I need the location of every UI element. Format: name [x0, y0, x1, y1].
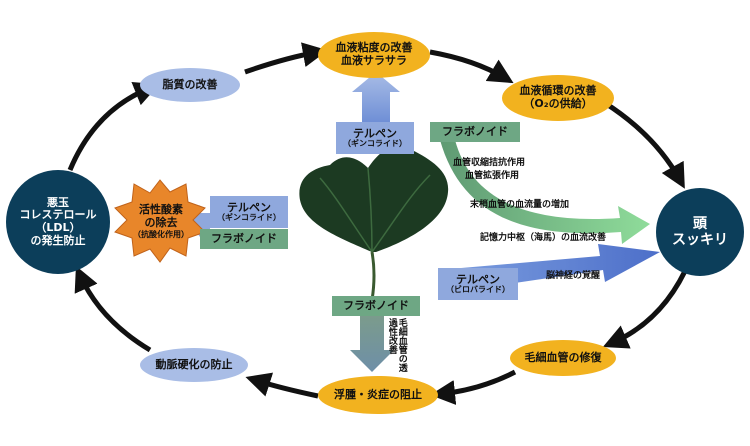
node-edema: 浮腫・炎症の阻止: [318, 376, 438, 414]
arrow-arterio-to-ldl: [74, 265, 152, 353]
node-lipid: 脂質の改善: [140, 68, 240, 102]
active-oxygen-sublabel: （抗酸化作用）: [133, 230, 189, 240]
active-oxygen-star: [114, 179, 206, 263]
node-blood-viscosity: 血液粘度の改善 血液サラサラ: [318, 32, 430, 78]
node-circulation: 血液循環の改善 （O₂の供給）: [502, 75, 614, 121]
label-terpene-ginkgolide-left: テルペン （ギンコライド）: [210, 196, 288, 228]
note-vessel-2: 血管拡張作用: [465, 171, 520, 181]
ginkgo-leaf-image: [299, 146, 449, 301]
node-ldl: 悪玉 コレステロール （LDL） の発生防止: [6, 170, 110, 274]
arrow-capillary-to-edema: [430, 369, 517, 405]
label-terpene-top-text: テルペン: [353, 126, 397, 140]
label-terpene-bilobalide: テルペン （ビロバライド）: [438, 268, 518, 300]
label-flavonoid-right: フラボノイド: [430, 122, 520, 142]
arrow-head-to-capillary: [602, 259, 693, 349]
arrow-flavonoid-down: [350, 312, 394, 372]
label-flavonoid-bottom: フラボノイド: [332, 296, 420, 316]
arrow-flavonoid-to-head: [440, 140, 650, 244]
arrow-terpene-up: [352, 72, 400, 122]
label-terpene-bilobalide-text: テルペン: [456, 272, 500, 286]
label-terpene-ginkgolide-top: テルペン （ギンコライド）: [336, 122, 414, 154]
note-vessel-1: 血管収縮拮抗作用: [453, 158, 526, 168]
label-terpene-bilobalide-sub: （ビロバライド）: [446, 284, 510, 294]
note-capillary-permeability: 毛細血管の透過性改善: [386, 318, 407, 372]
node-arteriosclerosis: 動脈硬化の防止: [140, 348, 248, 382]
active-oxygen-label: 活性酸素 の除去: [139, 203, 183, 229]
label-flavonoid-left: フラボノイド: [200, 229, 288, 249]
arrow-viscosity-to-circulation: [429, 49, 514, 84]
arrow-ldl-to-lipid: [67, 81, 160, 171]
label-terpene-left-sub: （ギンコライド）: [217, 212, 281, 222]
arrow-edema-to-arterio: [245, 372, 319, 399]
note-memory: 記憶力中枢（海馬）の血流改善: [480, 233, 607, 243]
node-capillary-repair: 毛細血管の修復: [510, 340, 616, 376]
active-oxygen-text: 活性酸素 の除去 （抗酸化作用）: [122, 203, 200, 240]
label-terpene-top-sub: （ギンコライド）: [343, 138, 407, 148]
note-peripheral: 末梢血管の血流量の増加: [470, 200, 570, 210]
arrow-circulation-to-head: [603, 100, 685, 189]
arrow-lipid-to-viscosity: [244, 42, 328, 75]
node-head: 頭 スッキリ: [656, 188, 744, 276]
label-terpene-left-text: テルペン: [227, 200, 271, 214]
note-nerve: 脳神経の覚醒: [546, 271, 601, 281]
